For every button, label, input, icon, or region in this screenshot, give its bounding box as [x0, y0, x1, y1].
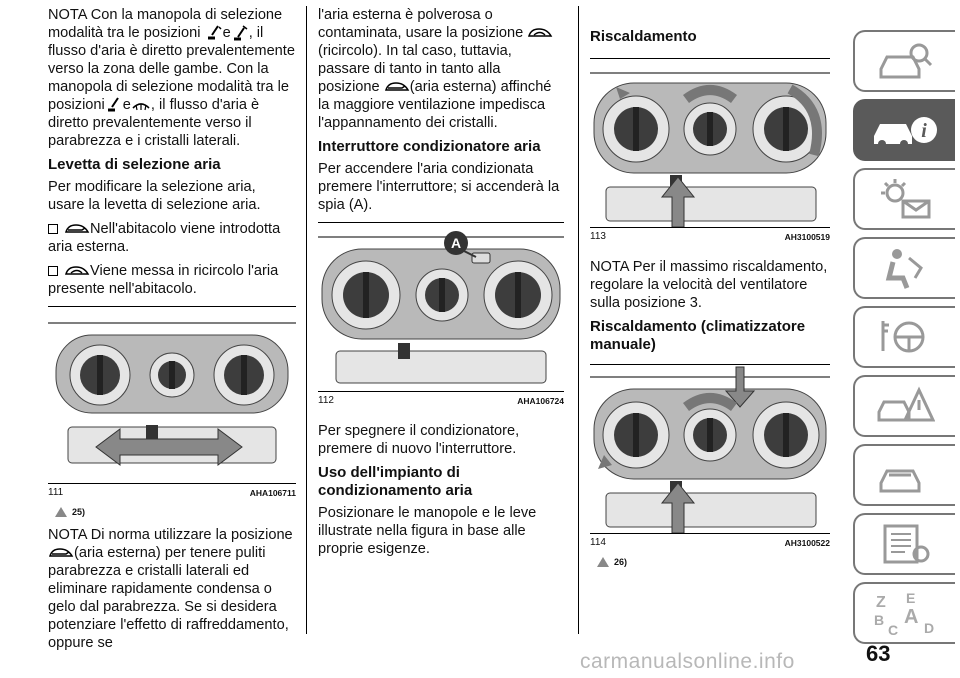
column-1: NOTA Con la manopola di selezione modali…: [48, 6, 296, 658]
recirculation-car-icon: [528, 28, 553, 37]
airbag-seat-icon: [885, 249, 923, 289]
column-2: l'aria esterna è polverosa o contaminata…: [318, 6, 564, 564]
svg-text:E: E: [906, 590, 915, 606]
bullet-recirculation: Viene messa in ricircolo l'aria presente…: [48, 263, 279, 297]
callout-a-label: A: [451, 235, 461, 251]
paragraph-max-heating: NOTA Per il massimo riscaldamento, regol…: [590, 259, 828, 311]
paragraph-recirculation: l'aria esterna è polverosa o contaminata…: [318, 7, 553, 131]
paragraph-mode-knob: NOTA Con la manopola di selezione modali…: [48, 7, 295, 149]
recirculation-car-icon: [65, 266, 90, 275]
foot-airflow-icon: [207, 25, 222, 40]
outside-air-car-icon: [49, 548, 74, 557]
outside-air-car-icon: [384, 82, 410, 91]
warning-note-25: 25): [54, 506, 296, 518]
warning-note-26: 26): [596, 556, 830, 568]
svg-text:A: A: [904, 606, 918, 628]
heating-panel-illustration: [590, 59, 830, 227]
tab-car-info[interactable]: i: [853, 99, 955, 161]
alphabetical-index-icon: Z EA BC D: [874, 590, 934, 637]
paragraph-turn-off: Per spegnere il condizionatore, premere …: [318, 423, 520, 457]
heading-ac-use: Uso dell'impianto di condizionamento ari…: [318, 464, 473, 499]
heading-ac-switch: Interruttore condizionatore aria: [318, 138, 541, 155]
tab-car-service[interactable]: [853, 444, 955, 506]
car-warning-triangle-icon: [877, 386, 935, 422]
paragraph-ac-switch: Per accendere l'aria condizionata premer…: [318, 161, 560, 213]
warning-triangle-icon: [597, 557, 609, 567]
figure-114: [590, 364, 830, 534]
figure-111: [48, 306, 296, 484]
watermark: carmanualsonline.info: [580, 650, 795, 673]
bullet-outside-air: Nell'abitacolo viene introdotta aria est…: [48, 221, 281, 255]
tab-warning-lights[interactable]: [853, 168, 955, 230]
bullet-box: [48, 224, 58, 235]
warning-lights-icon: [881, 179, 931, 219]
climate-panel-illustration: [48, 307, 296, 483]
tab-car-warning[interactable]: [853, 375, 955, 437]
figure-113: [590, 58, 830, 228]
tab-technical-data[interactable]: [853, 513, 955, 575]
tab-car-search[interactable]: [853, 30, 955, 92]
heading-heating-manual-climate: Riscaldamento (climatizzatore manuale): [590, 318, 806, 353]
defrost-icon: [132, 103, 150, 111]
figure-112: A: [318, 222, 564, 392]
paragraph-note-outside-air: NOTA Di norma utilizzare la posizione (a…: [48, 527, 293, 651]
page-number: 63: [866, 641, 891, 666]
svg-text:i: i: [921, 120, 927, 142]
svg-text:C: C: [888, 622, 898, 637]
ac-panel-illustration: A: [318, 223, 564, 391]
technical-data-icon: [883, 524, 930, 564]
steering-key-icon: [881, 321, 925, 353]
svg-text:B: B: [874, 612, 884, 628]
heading-heating: Riscaldamento: [590, 28, 697, 45]
foot-airflow-icon: [107, 97, 119, 112]
svg-text:D: D: [924, 620, 934, 636]
warning-triangle-icon: [55, 507, 67, 517]
car-service-icon: [879, 469, 921, 493]
tab-airbag-seat[interactable]: [853, 237, 955, 299]
svg-text:Z: Z: [876, 594, 886, 611]
column-divider: [306, 6, 307, 634]
outside-air-car-icon: [65, 224, 90, 233]
tab-steering-key[interactable]: [853, 306, 955, 368]
heating-manual-panel-illustration: [590, 365, 830, 533]
paragraph-air-selector: Per modificare la selezione aria, usare …: [48, 179, 261, 213]
foot-defrost-airflow-icon: [233, 25, 248, 41]
car-search-icon: [879, 43, 933, 79]
column-divider: [578, 6, 579, 634]
heading-air-selector: Levetta di selezione aria: [48, 156, 221, 173]
car-info-icon: i: [874, 117, 937, 148]
paragraph-ac-use: Posizionare le manopole e le leve illust…: [318, 505, 537, 557]
bullet-box: [48, 266, 58, 277]
